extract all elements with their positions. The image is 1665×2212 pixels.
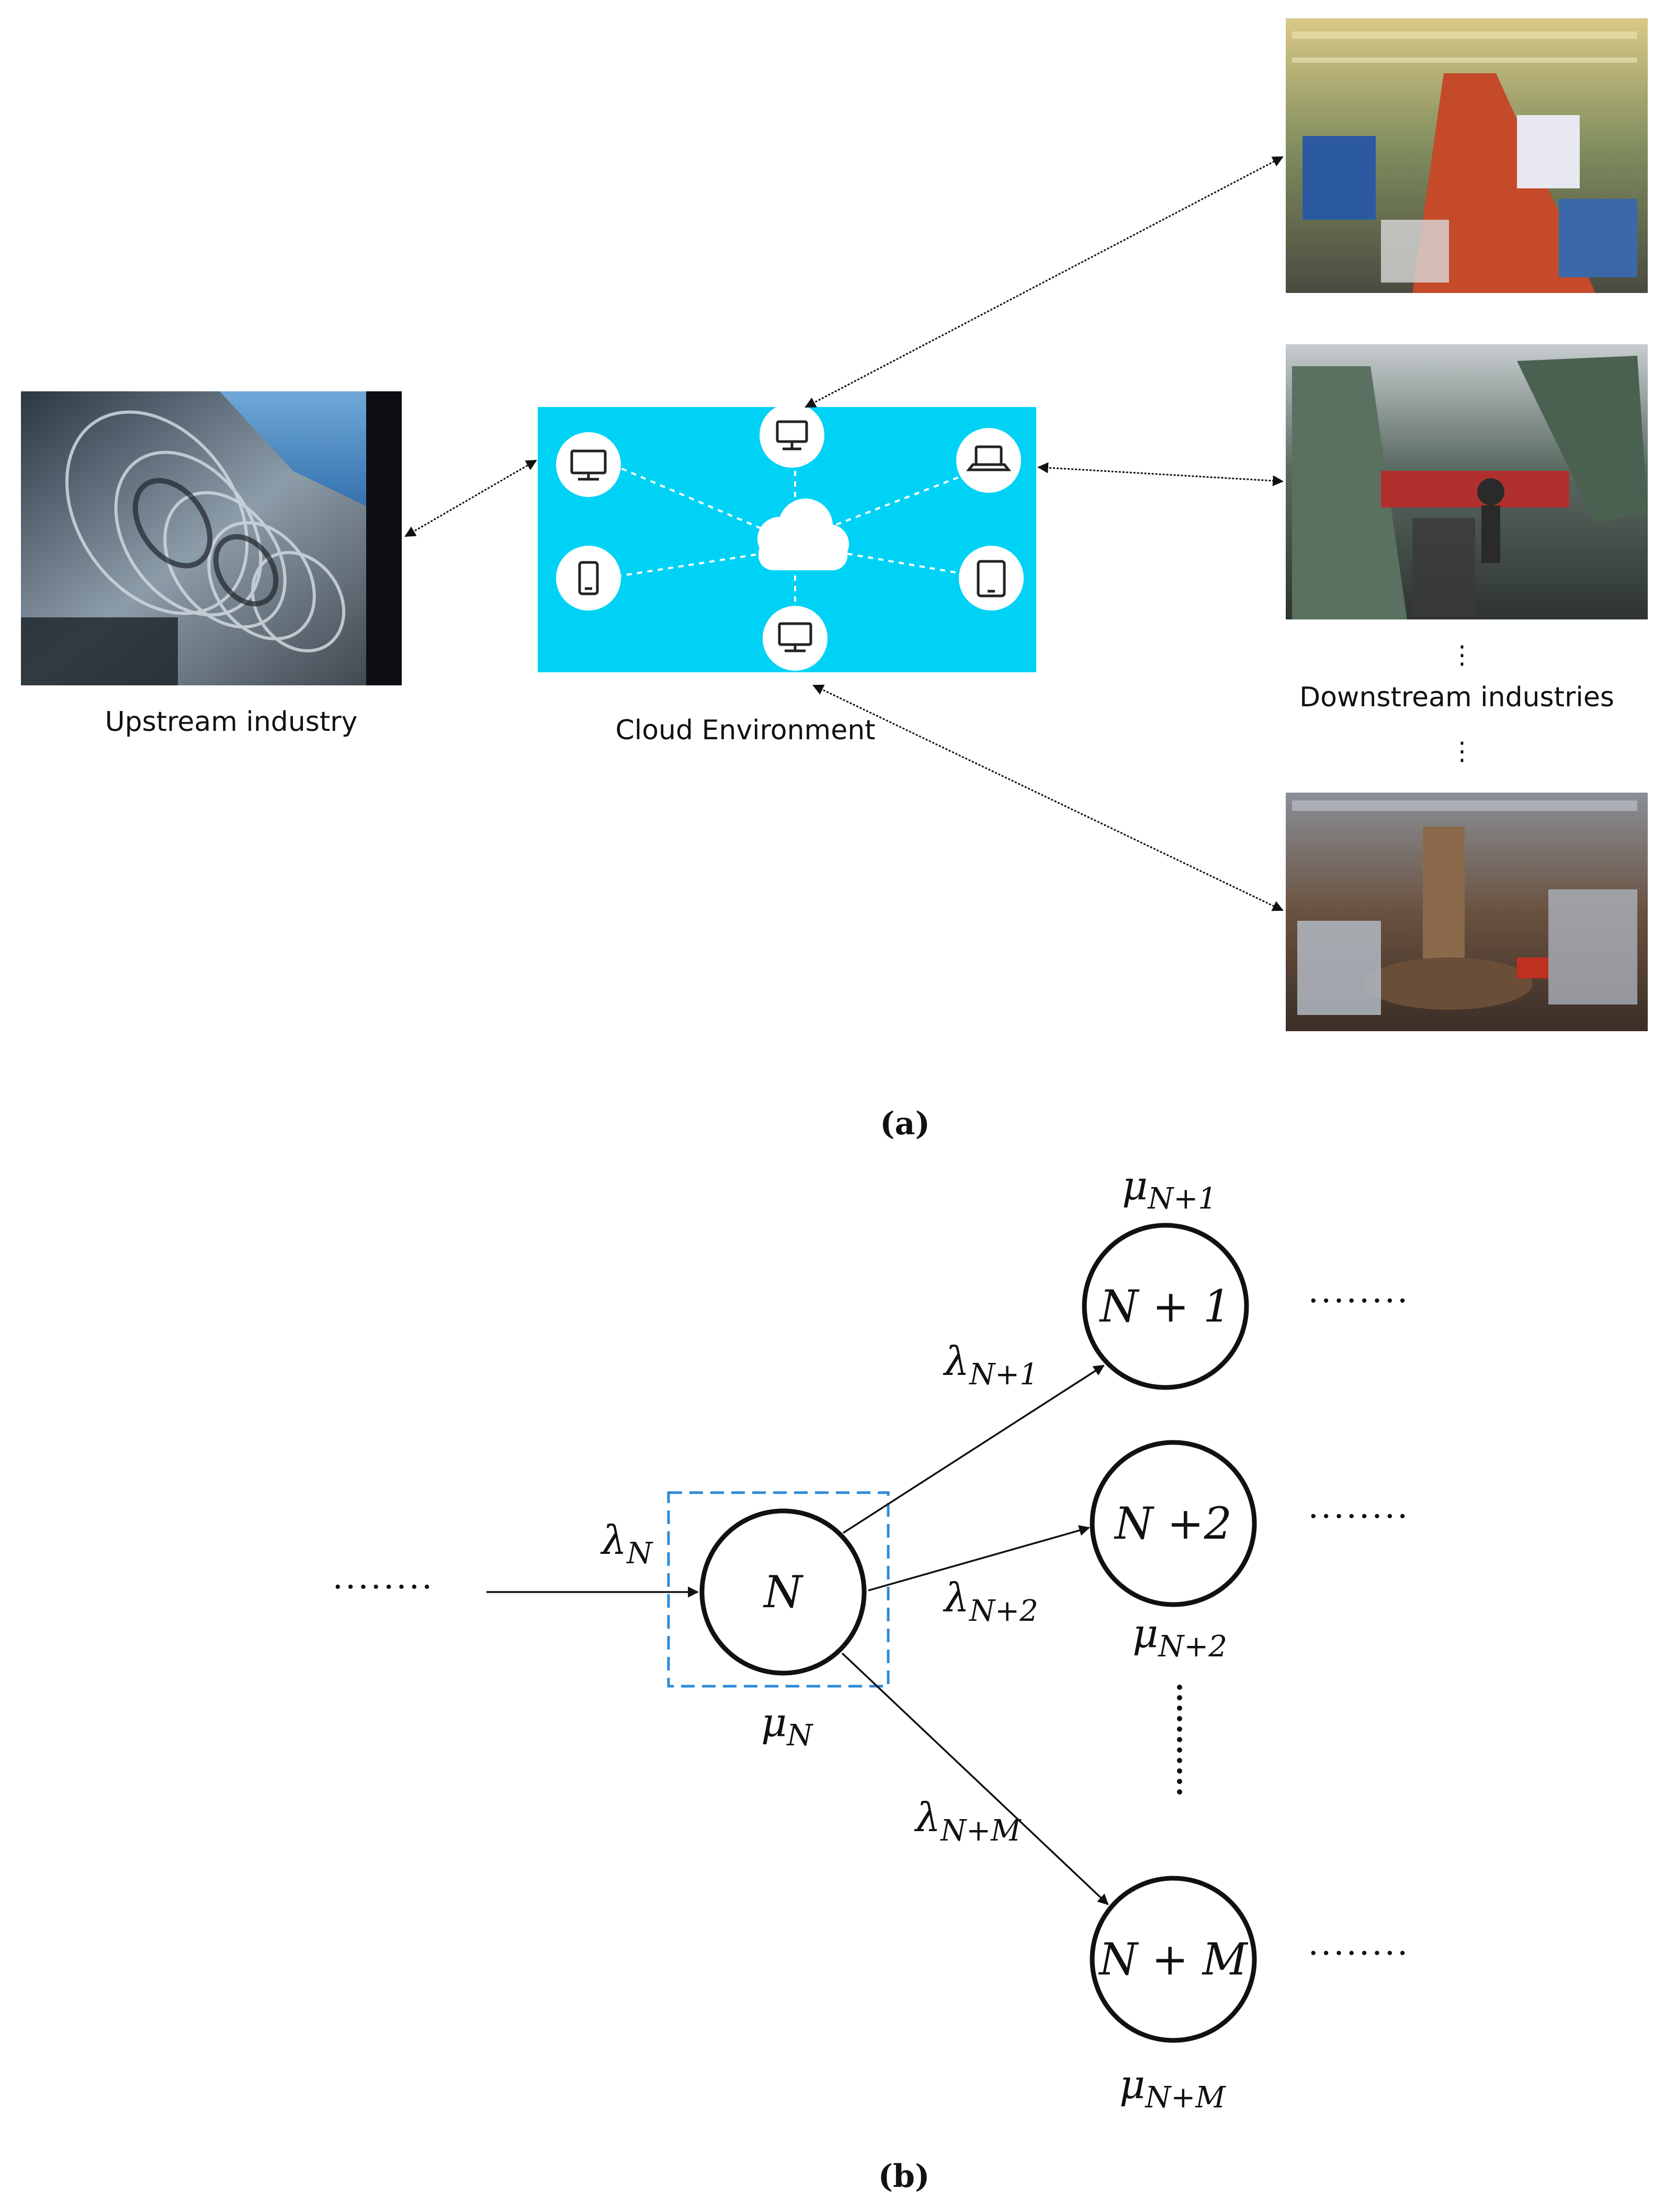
laptop-icon [966,445,1012,471]
monitor-icon [776,420,808,450]
cloud-environment [538,403,1036,672]
downstream-label: Downstream industries [1299,682,1614,713]
lambda-n-label: λN [600,1517,653,1571]
arrow-cloud-downstream-1 [805,156,1284,408]
node-n-plus-m [1090,1876,1257,2043]
panel-a-arrows [404,156,1284,911]
tablet-icon [977,560,1006,597]
arrow-upstream-cloud [404,459,537,537]
input-ellipsis: ········ [333,1568,435,1607]
monitor-icon [778,622,812,652]
device-top-monitor [760,403,824,468]
device-right-laptop [956,428,1021,493]
arrow-n-to-n1 [843,1364,1105,1534]
panel-b-label: (b) [878,2158,930,2195]
panel-b-arrows [486,1364,1109,1905]
mu-n1-label: μN+1 [1122,1162,1217,1216]
node-n-plus-1 [1082,1223,1249,1390]
upstream-label: Upstream industry [105,706,358,738]
lambda-nm-label: λN+M [914,1794,1022,1848]
arrow-cloud-downstream-2 [1037,462,1284,487]
node-n1-label: N + 1 [1099,1281,1231,1332]
cloud-icon [757,499,849,570]
vertical-ellipsis [1177,1685,1182,1795]
n1-ellipsis: ········ [1308,1282,1410,1321]
mu-n-label: μN [761,1699,813,1753]
lambda-n2-label: λN+2 [943,1574,1038,1628]
machine-shop-photo [1286,793,1648,1031]
downstream-ellipsis-bottom: ⋮ [1449,737,1475,766]
device-right-tablet [959,546,1024,611]
lambda-n1-label: λN+1 [943,1338,1038,1392]
arrow-cloud-downstream-3 [812,684,1284,911]
monitor-icon [570,449,607,481]
cloud-label: Cloud Environment [615,715,875,746]
smartphone-icon [578,561,599,595]
node-n2-label: N +2 [1114,1498,1232,1549]
downstream-ellipsis-top: ⋮ [1449,640,1475,670]
panel-a-label: (a) [880,1105,930,1142]
factory-floor-photo [1286,18,1648,293]
node-n-plus-2 [1090,1440,1257,1607]
device-left-monitor [556,432,621,497]
mu-nm-label: μN+M [1119,2061,1226,2115]
node-nm-label: N + M [1098,1934,1248,1985]
node-n [699,1508,867,1676]
nm-ellipsis: ········ [1308,1934,1410,1973]
arrow-n-to-n2 [868,1525,1091,1592]
gearbox-photo [21,391,402,685]
aircraft-assembly-photo [1286,344,1648,619]
n2-ellipsis: ········ [1308,1497,1410,1536]
device-bottom-monitor [763,606,828,671]
mu-n2-label: μN+2 [1132,1610,1227,1664]
node-n-label: N [763,1566,803,1618]
arrow-n-to-nm [841,1652,1109,1905]
device-left-smartphone [556,546,621,611]
node-n-highlight-box [667,1491,890,1688]
